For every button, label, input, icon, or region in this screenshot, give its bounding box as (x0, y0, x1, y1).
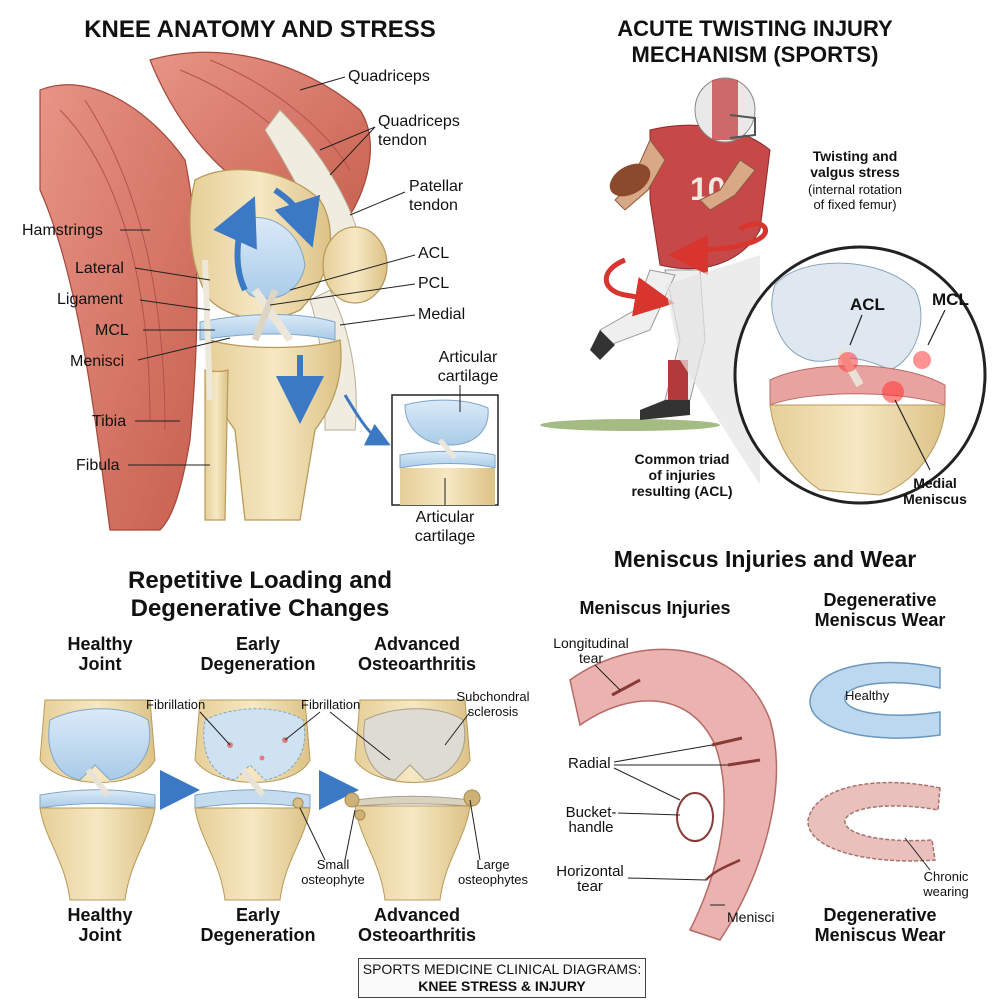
label-menisci-bottom: Menisci (727, 909, 775, 925)
footer-line-2: KNEE STRESS & INJURY (418, 978, 586, 994)
degenerative-title: Repetitive Loading and Degenerative Chan… (127, 567, 393, 622)
advanced-osteoarthritis-graphic (344, 699, 481, 901)
label-subchondral-sclerosis: Subchondral sclerosis (456, 689, 530, 719)
label-ligament: Ligament (57, 291, 123, 308)
label-lateral: Lateral (75, 260, 124, 277)
label-bucket-handle: Bucket- handle (565, 804, 617, 836)
label-zoom-acl: ACL (850, 295, 885, 314)
degenerated-meniscus-graphic (807, 781, 941, 862)
degenerative-wear-bottom: Degenerative Meniscus Wear (814, 905, 946, 945)
stage-healthy-bottom: Healthy Joint (67, 905, 133, 945)
footer-line-1: SPORTS MEDICINE CLINICAL DIAGRAMS: (362, 961, 642, 977)
twisting-title: ACUTE TWISTING INJURY MECHANISM (SPORTS) (617, 16, 893, 67)
label-patellar-tendon: Patellar tendon (409, 178, 464, 214)
label-tibia: Tibia (92, 413, 127, 430)
degeneration-stages-illustration (39, 699, 481, 901)
label-fibrillation-1: Fibrillation (146, 697, 206, 712)
label-healthy-meniscus: Healthy (845, 688, 890, 703)
meniscus-injuries-title: Meniscus Injuries (579, 598, 731, 618)
label-horizontal-tear: Horizontal tear (556, 863, 624, 895)
label-internal-rotation: (internal rotation of fixed femur) (808, 182, 902, 212)
label-menisci: Menisci (70, 353, 125, 370)
anatomy-title: KNEE ANATOMY AND STRESS (84, 16, 436, 43)
healthy-meniscus-graphic (809, 661, 941, 739)
stage-early-bottom: Early Degeneration (200, 905, 316, 945)
football-player-illustration: 10 (540, 77, 987, 505)
stage-advanced-bottom: Advanced Osteoarthritis (357, 905, 477, 945)
stage-healthy-top: Healthy Joint (67, 634, 133, 674)
label-fibula: Fibula (76, 457, 120, 474)
label-medial: Medial (418, 306, 466, 323)
meniscus-title: Meniscus Injuries and Wear (613, 546, 917, 572)
footer-caption: SPORTS MEDICINE CLINICAL DIAGRAMS: KNEE … (358, 958, 646, 998)
label-hamstrings: Hamstrings (22, 222, 103, 239)
label-medial-meniscus: Medial Meniscus (903, 475, 967, 507)
degenerative-wear-title: Degenerative Meniscus Wear (814, 590, 946, 630)
label-zoom-mcl: MCL (932, 290, 969, 309)
label-twisting-stress: Twisting and valgus stress (810, 148, 900, 180)
label-quadriceps: Quadriceps (348, 68, 430, 85)
label-pcl: PCL (418, 275, 450, 292)
label-quad-tendon: Quadriceps tendon (378, 113, 460, 149)
label-common-triad: Common triad of injuries resulting (ACL) (631, 451, 733, 499)
early-degeneration-graphic (194, 699, 311, 901)
label-chronic-wearing: Chronic wearing (923, 869, 969, 899)
stage-early-top: Early Degeneration (200, 634, 316, 674)
meniscus-injuries-illustration (569, 648, 941, 941)
label-mcl: MCL (95, 322, 129, 339)
label-articular-cartilage-bottom: Articular cartilage (414, 509, 476, 545)
label-fibrillation-2: Fibrillation (301, 697, 361, 712)
label-acl: ACL (418, 245, 450, 262)
label-longitudinal-tear: Longitudinal tear (553, 635, 629, 666)
stage-advanced-top: Advanced Osteoarthritis (357, 634, 477, 674)
knee-anatomy-illustration (39, 51, 499, 531)
label-small-osteophyte: Small osteophyte (301, 857, 365, 887)
label-radial: Radial (568, 755, 611, 772)
label-articular-cartilage-top: Articular cartilage (437, 349, 499, 385)
label-large-osteophytes: Large osteophytes (457, 857, 529, 887)
healthy-joint-graphic (39, 699, 156, 901)
